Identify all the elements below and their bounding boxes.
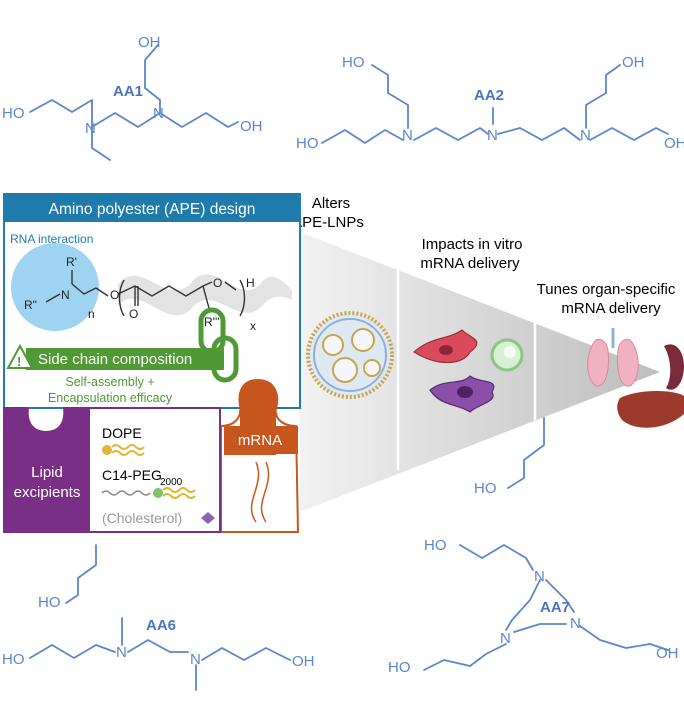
cholesterol-label: (Cholesterol): [102, 510, 182, 526]
molecule-aa1: OH HO OH N N AA1: [2, 34, 263, 161]
aa6-n2: N: [190, 651, 201, 668]
aa1-n1: N: [85, 120, 96, 137]
rna-interaction-label: RNA interaction: [10, 232, 93, 246]
stage3-line2: mRNA delivery: [561, 300, 661, 317]
aa1-ho-left: HO: [2, 105, 25, 122]
peg-label: C14-PEG: [102, 467, 162, 483]
molecule-aa6: HO HO OH N N AA6: [2, 544, 315, 691]
delivery-funnel: [300, 232, 660, 512]
o-terminal: O: [213, 276, 222, 290]
aa2-oh-top: OH: [622, 54, 645, 71]
peg-subscript: 2000: [160, 477, 183, 488]
o-ester: O: [110, 288, 119, 302]
r-double-prime: R": [24, 298, 37, 312]
aa6-oh-right: OH: [292, 653, 315, 670]
aa6-ho-top: HO: [38, 594, 61, 611]
aa7-oh-right: OH: [656, 645, 679, 662]
self-assembly-text: Self-assembly +: [65, 375, 154, 389]
cell-illustrations: [412, 329, 524, 413]
aa1-label: AA1: [113, 83, 143, 100]
encapsulation-text: Encapsulation efficacy: [48, 391, 173, 405]
mrna-label: mRNA: [238, 432, 282, 449]
stage1-line2: APE-LNPs: [292, 214, 364, 231]
stage-labels: Alters APE-LNPs Impacts in vitro mRNA de…: [292, 195, 676, 317]
lipid-excipients-panel: Lipid excipients DOPE C14-PEG 2000 (Chol…: [3, 407, 221, 533]
stage2-line2: mRNA delivery: [420, 255, 520, 272]
aa2-n2: N: [487, 127, 498, 144]
aa7-label: AA7: [540, 599, 570, 616]
aa6-label: AA6: [146, 617, 176, 634]
ape-design-panel: Amino polyester (APE) design RNA interac…: [3, 193, 301, 409]
dope-label: DOPE: [102, 425, 142, 441]
n-subscript: n: [88, 307, 95, 321]
aa7-n3: N: [570, 615, 581, 632]
o-carbonyl: O: [129, 307, 138, 321]
ape-design-title: Amino polyester (APE) design: [49, 201, 256, 218]
aa7-ho-top: HO: [424, 537, 447, 554]
mid-ho: HO: [474, 480, 497, 497]
organ-illustrations: [587, 328, 684, 428]
lipid-label-line1: Lipid: [31, 464, 63, 481]
aa2-n1: N: [402, 127, 413, 144]
r-prime: R': [66, 255, 77, 269]
aa1-oh-right: OH: [240, 118, 263, 135]
side-chain-label: Side chain composition: [38, 351, 192, 368]
aa7-n2: N: [500, 630, 511, 647]
aa2-n3: N: [580, 127, 591, 144]
lnp-particle: [306, 311, 394, 399]
stage1-line1: Alters: [312, 195, 350, 212]
aa7-n1: N: [534, 568, 545, 585]
stage3-line1: Tunes organ-specific: [537, 281, 676, 298]
aa1-oh-top: OH: [138, 34, 161, 51]
aa2-ho-top: HO: [342, 54, 365, 71]
aa2-oh-right: OH: [664, 135, 684, 152]
aa6-n1: N: [116, 644, 127, 661]
stage2-line1: Impacts in vitro: [422, 236, 523, 253]
molecule-aa7: HO HO OH N N N AA7: [388, 537, 679, 676]
mrna-piece: mRNA: [220, 378, 300, 533]
h-terminal: H: [246, 276, 255, 290]
molecule-aa2: HO OH HO OH N N N AA2: [296, 54, 684, 152]
aa6-ho-left: HO: [2, 651, 25, 668]
warning-icon: !: [17, 354, 21, 369]
aa2-label: AA2: [474, 87, 504, 104]
molecule-fragment-mid: HO: [474, 417, 545, 497]
n-atom: N: [61, 288, 70, 302]
aa1-n2: N: [153, 105, 164, 122]
r-triple-prime: R''': [204, 315, 220, 329]
x-subscript: x: [250, 319, 256, 333]
lipid-label-line2: excipients: [14, 484, 81, 501]
aa7-ho-left: HO: [388, 659, 411, 676]
aa2-ho-left: HO: [296, 135, 319, 152]
